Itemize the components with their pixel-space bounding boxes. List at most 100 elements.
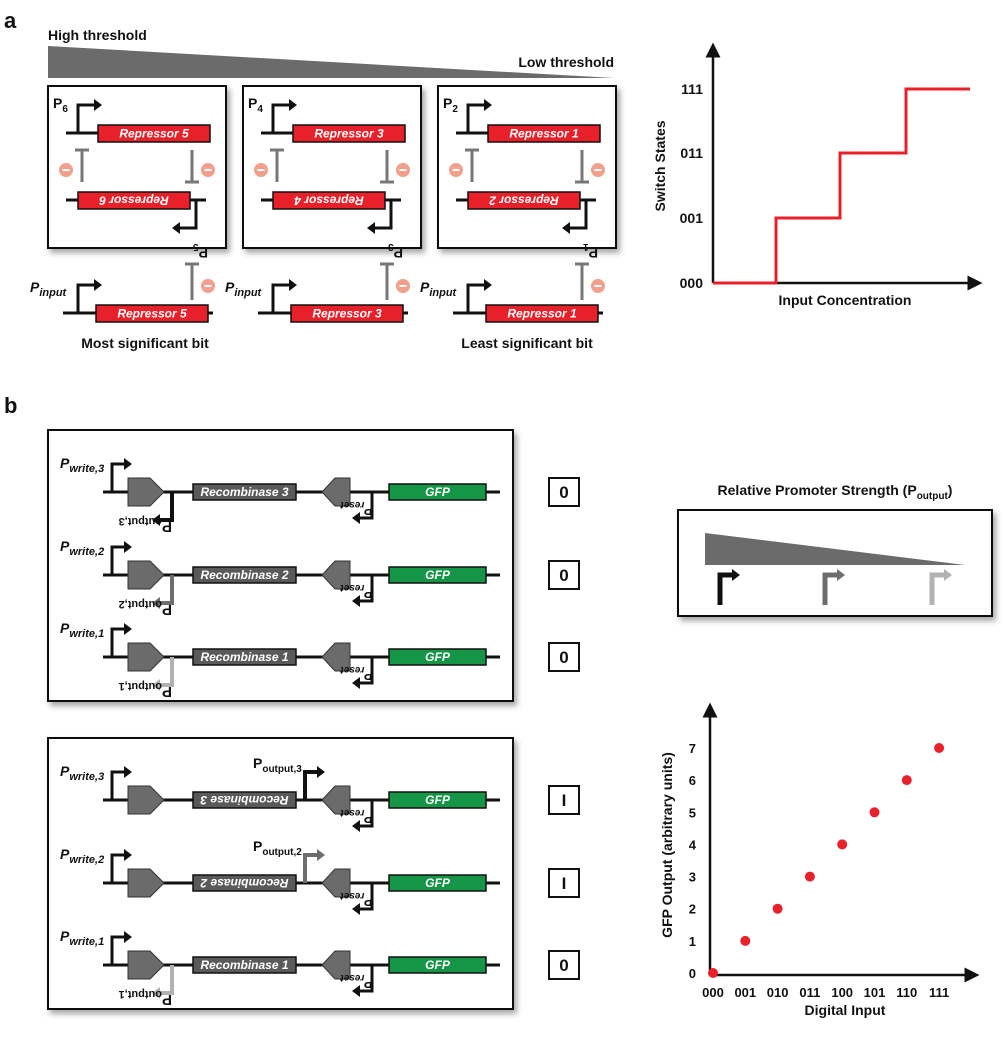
bit-value: I [562,874,567,893]
write-promoter-label-sub: write,1 [69,936,104,948]
gfp-gene: GFP [388,483,487,501]
promoter-arrow-head [124,623,132,635]
gene-label: GFP [425,485,451,499]
promoter-arrow-head [484,99,492,111]
attb-site-icon [127,477,165,507]
reset-promoter-arrow-icon [352,883,374,915]
chart-b-y-tick: 5 [689,805,696,820]
legend-promoter-arrow-icon [822,569,845,605]
top-promoter-label-main: P [443,95,452,111]
gene-label: GFP [425,876,451,890]
gfp-data-point [740,935,751,946]
chart-b-y-label: GFP Output (arbitrary units) [659,752,675,938]
write-promoter-label: Pwrite,1 [60,620,104,640]
bottom-repressor-gene: Repressor 4 [272,191,386,210]
promoter-arrow-head [367,222,375,234]
input-promoter-label-sub: input [429,287,457,299]
chart-b-x-tick: 111 [929,985,949,1000]
write-promoter-arrow-icon [110,849,132,883]
chart-b-x-tick: 100 [831,985,853,1000]
gfp-gene: GFP [388,874,487,892]
output-promoter-arrow-icon [303,849,325,883]
top-repressor-gene: Repressor 5 [97,124,211,143]
chart-b-y-tick: 6 [689,773,696,788]
repression-right-icon [380,150,410,184]
output-promoter-label-main: P [253,755,262,771]
gene-rect [290,304,404,323]
gene-label: Repressor 3 [312,307,382,321]
write-promoter-label-main: P [60,763,70,779]
recombinase-gene: Recombinase 2 [192,874,297,892]
reset-promoter-label-sub: reset [340,582,365,593]
promoter-arrow-line [717,572,734,605]
promoter-arrow-head [124,458,132,470]
write-promoter-label-sub: write,2 [69,854,104,866]
least-significant-bit-label: Least significant bit [461,335,593,351]
gene-rect [388,956,487,974]
gene-rect [388,648,487,666]
write-promoter-label-main: P [60,620,70,636]
input-promoter-arrow-icon [271,279,297,313]
legend-title-end: ) [948,482,953,498]
attp-site-icon [321,477,351,507]
output-promoter-arrow-icon [152,492,174,526]
chart-a-x-label: Input Concentration [779,292,912,308]
reset-promoter-label-main: P [364,976,373,991]
promoter-arrow-head [837,569,845,581]
input-promoter-label: Pinput [30,279,68,299]
promoter-arrow-line [110,853,126,883]
bottom-promoter-arrow-icon [562,200,588,234]
bottom-promoter-label: P1 [583,241,598,261]
chart-a-y-tick: 001 [680,210,704,226]
promoter-arrow-head [124,541,132,553]
gene-label: Recombinase 1 [200,650,288,664]
reset-promoter-label: Preset [340,807,373,826]
gene-rect [77,191,191,210]
write-promoter-label: Pwrite,1 [60,928,104,948]
switch-box-frame [242,85,422,249]
write-promoter-label: Pwrite,2 [60,846,104,866]
bit-value: 0 [559,483,568,502]
gene-rect [192,874,297,892]
bit-value: 0 [559,566,568,585]
promoter-arrow-head [352,512,360,524]
gene-label: GFP [425,958,451,972]
gene-label: Recombinase 2 [200,568,288,582]
promoter-arrow-line [76,103,96,133]
promoter-arrow-head [352,903,360,915]
promoter-arrow-head [352,595,360,607]
gene-rect [192,648,297,666]
promoter-arrow-head [289,99,297,111]
bit-value: I [562,791,567,810]
gene-rect [272,191,386,210]
promoter-arrow-head [352,985,360,997]
bottom-promoter-label: P3 [388,241,403,261]
write-promoter-label: Pwrite,3 [60,455,104,475]
bit-box [548,642,580,672]
gene-rect [388,566,487,584]
gfp-gene: GFP [388,791,487,809]
reset-promoter-label: Preset [340,972,373,991]
gene-label: Recombinase 1 [200,958,288,972]
input-promoter-label-sub: input [39,287,67,299]
gene-label: Repressor 4 [294,194,364,208]
chart-a-y-tick: 111 [681,81,703,97]
reset-promoter-arrow-icon [352,492,374,524]
promoter-arrow-head [562,222,570,234]
promoter-arrow-line [358,492,374,520]
gene-rect [485,304,599,323]
top-repressor-gene: Repressor 3 [292,124,406,143]
input-repression-icon [575,262,605,300]
bit-box [548,950,580,980]
promoter-arrow-head [152,987,160,999]
promoter-arrow-line [303,853,319,883]
bottom-repressor-gene: Repressor 2 [467,191,581,210]
chart-b-y-tick: 1 [689,934,696,949]
bit-box [548,560,580,590]
bit-value: 0 [559,648,568,667]
input-promoter-arrow-icon [466,279,492,313]
promoter-arrow-head [152,514,160,526]
output-promoter-label: Poutput,2 [253,838,302,858]
promoter-arrow-line [110,462,126,492]
